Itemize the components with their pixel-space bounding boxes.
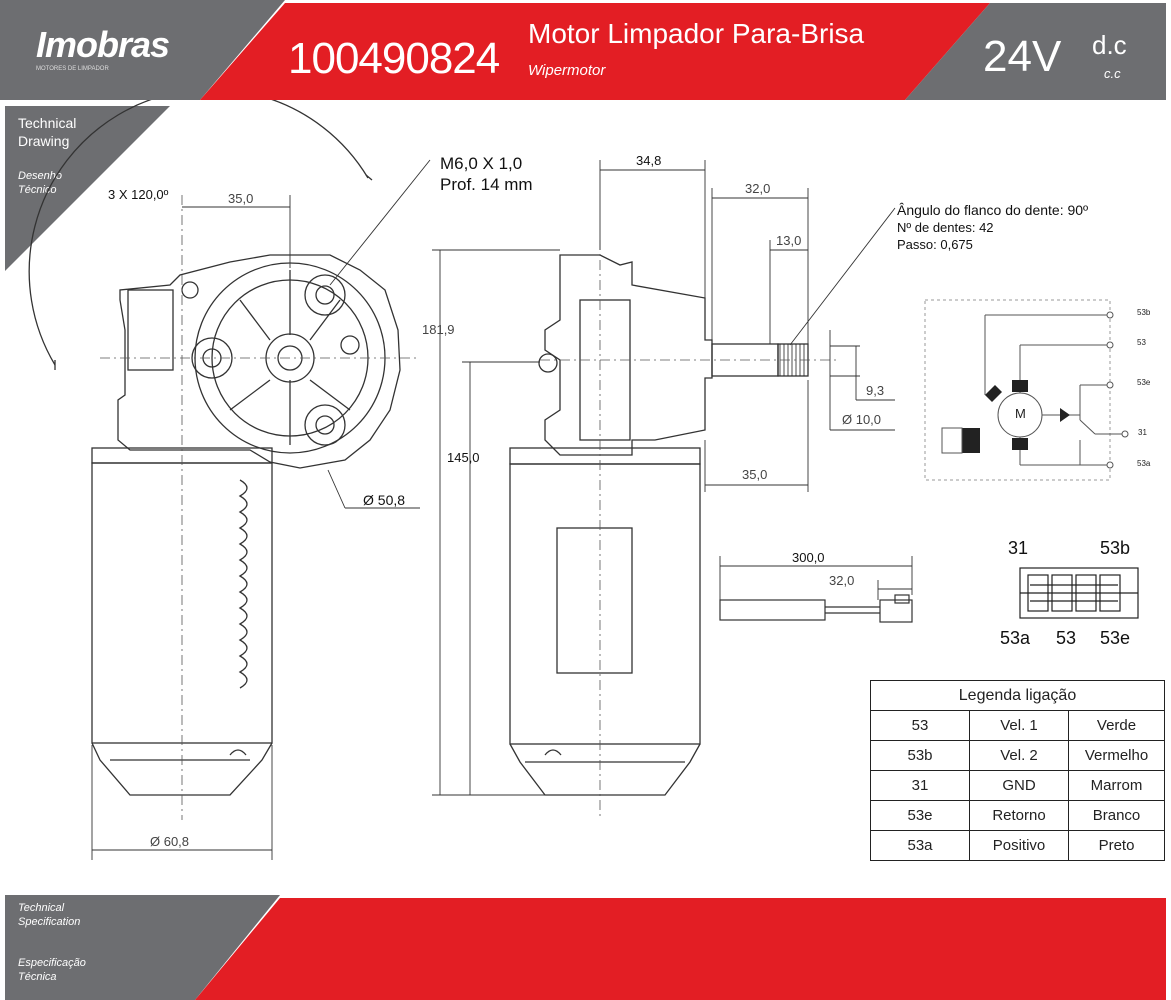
voltage: 24V [983, 32, 1062, 81]
dim-spline-dia: 9,3 [866, 383, 885, 398]
spec-label-pt-1: Especificação [18, 957, 86, 969]
dim-total-height: 181,9 [422, 322, 455, 337]
dim-top-width: 34,8 [636, 153, 662, 168]
gear-note-flank: Ângulo do flanco do dente: 90º [897, 202, 1089, 218]
thread-spec-1: M6,0 X 1,0 [440, 154, 523, 173]
technical-drawing [28, 100, 1139, 860]
drawing-label-pt-1: Desenho [18, 170, 63, 182]
legend-function: Retorno [969, 800, 1069, 831]
connector-pin-53b: 53b [1100, 538, 1131, 558]
dim-mount-to-shaft: 35,0 [742, 467, 768, 482]
schematic-terminal-31: 31 [1138, 428, 1147, 437]
dim-shaft-dia: Ø 10,0 [842, 412, 882, 427]
dim-spline-length: 13,0 [776, 233, 802, 248]
dim-body-dia: Ø 60,8 [150, 834, 190, 849]
schematic-terminal-53a: 53a [1137, 459, 1151, 468]
spec-label-pt-2: Técnica [18, 971, 57, 983]
legend-terminal: 53 [870, 710, 970, 741]
product-subtitle: Wipermotor [528, 62, 606, 79]
table-row: 31 GND Marrom [870, 770, 1165, 801]
legend-color: Vermelho [1068, 740, 1165, 771]
connector-pin-53a: 53a [1000, 628, 1031, 648]
table-row: 53 Vel. 1 Verde [870, 710, 1165, 741]
legend-function: Vel. 1 [969, 710, 1069, 741]
connector-pin-53: 53 [1056, 628, 1077, 648]
dim-body-height: 145,0 [447, 450, 480, 465]
current-type: d.c [1092, 30, 1127, 60]
gear-note-teeth: Nº de dentes: 42 [897, 220, 994, 235]
dim-shaft-length: 32,0 [745, 181, 771, 196]
current-type-pt: c.c [1104, 66, 1121, 81]
table-row: 53a Positivo Preto [870, 830, 1165, 861]
drawing-section-tab [5, 106, 170, 271]
dim-bolt-spacing: 35,0 [228, 191, 254, 206]
table-row: 53b Vel. 2 Vermelho [870, 740, 1165, 771]
gear-note-pitch: Passo: 0,675 [897, 237, 973, 252]
legend-color: Verde [1068, 710, 1165, 741]
spec-label-en-2: Specification [18, 916, 81, 928]
spec-section-banner [5, 895, 1166, 1000]
schematic-terminal-53e: 53e [1137, 378, 1151, 387]
brand-tagline: MOTORES DE LIMPADOR [36, 66, 109, 72]
product-title: Motor Limpador Para-Brisa [528, 18, 865, 49]
legend-color: Branco [1068, 800, 1165, 831]
schematic-terminal-53: 53 [1137, 338, 1146, 347]
drawing-label-en-2: Drawing [18, 133, 70, 149]
header-banner [0, 0, 1171, 100]
brand-logo: Imobras [36, 24, 170, 65]
thread-spec-2: Prof. 14 mm [440, 175, 533, 194]
legend-color: Marrom [1068, 770, 1165, 801]
schematic-terminal-53b: 53b [1137, 308, 1151, 317]
drawing-label-en-1: Technical [18, 115, 77, 131]
legend-terminal: 53b [870, 740, 970, 771]
legend-function: Vel. 2 [969, 740, 1069, 771]
connector-pin-53e: 53e [1100, 628, 1131, 648]
legend-function: GND [969, 770, 1069, 801]
legend-function: Positivo [969, 830, 1069, 861]
dim-cable-length: 300,0 [792, 550, 825, 565]
spec-label-en-1: Technical [18, 902, 65, 914]
legend-color: Preto [1068, 830, 1165, 861]
wiring-legend-table: Legenda ligação 53 Vel. 1 Verde 53b Vel.… [870, 680, 1165, 861]
dim-flange-dia: Ø 50,8 [363, 492, 406, 508]
dim-angle: 3 X 120,0º [108, 187, 169, 202]
part-number: 100490824 [288, 34, 500, 83]
legend-terminal: 31 [870, 770, 970, 801]
schematic-motor-label: M [1015, 406, 1026, 421]
legend-terminal: 53a [870, 830, 970, 861]
dim-cable-strip: 32,0 [829, 573, 855, 588]
legend-terminal: 53e [870, 800, 970, 831]
legend-title: Legenda ligação [870, 680, 1165, 711]
table-row: 53e Retorno Branco [870, 800, 1165, 831]
connector-pin-31: 31 [1008, 538, 1029, 558]
